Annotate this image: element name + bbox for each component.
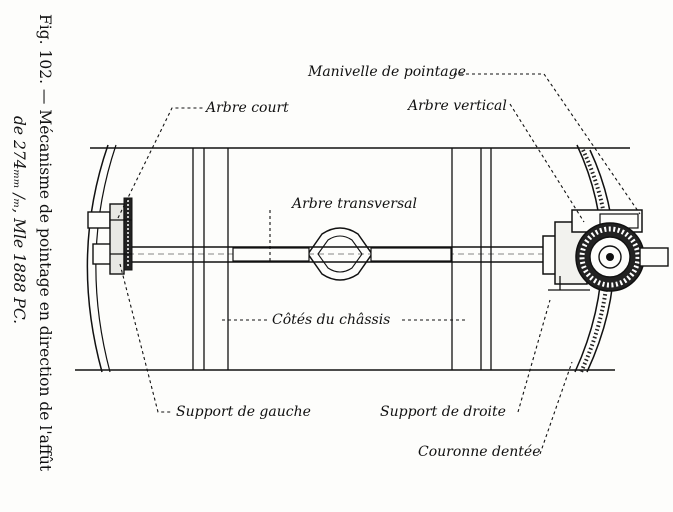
leader-lines <box>117 73 641 455</box>
caption-line-2: de 274ₘₘ /ₘ, Mle 1888 PC. <box>10 116 28 324</box>
figure-caption: Fig. 102. — Mécanisme de pointage en dir… <box>10 14 54 472</box>
chassis-frame <box>75 147 630 371</box>
transverse-shaft <box>128 246 560 263</box>
label-manivelle-de-pointage: Manivelle de pointage <box>307 64 466 80</box>
part-labels: Manivelle de pointage Arbre court Arbre … <box>176 64 541 460</box>
label-arbre-transversal: Arbre transversal <box>290 196 417 212</box>
right-gear-assembly <box>542 209 669 292</box>
label-arbre-court: Arbre court <box>204 100 289 116</box>
crank-handle <box>639 247 669 267</box>
label-arbre-vertical: Arbre vertical <box>406 98 507 114</box>
caption-line-1: Fig. 102. — Mécanisme de pointage en dir… <box>36 14 54 472</box>
label-cotes-du-chassis: Côtés du châssis <box>272 312 390 328</box>
central-coupling <box>232 227 452 281</box>
label-support-de-droite: Support de droite <box>380 404 506 420</box>
label-couronne-dentee: Couronne dentée <box>418 444 541 460</box>
label-support-de-gauche: Support de gauche <box>176 404 311 420</box>
left-support-bracket <box>87 197 133 275</box>
